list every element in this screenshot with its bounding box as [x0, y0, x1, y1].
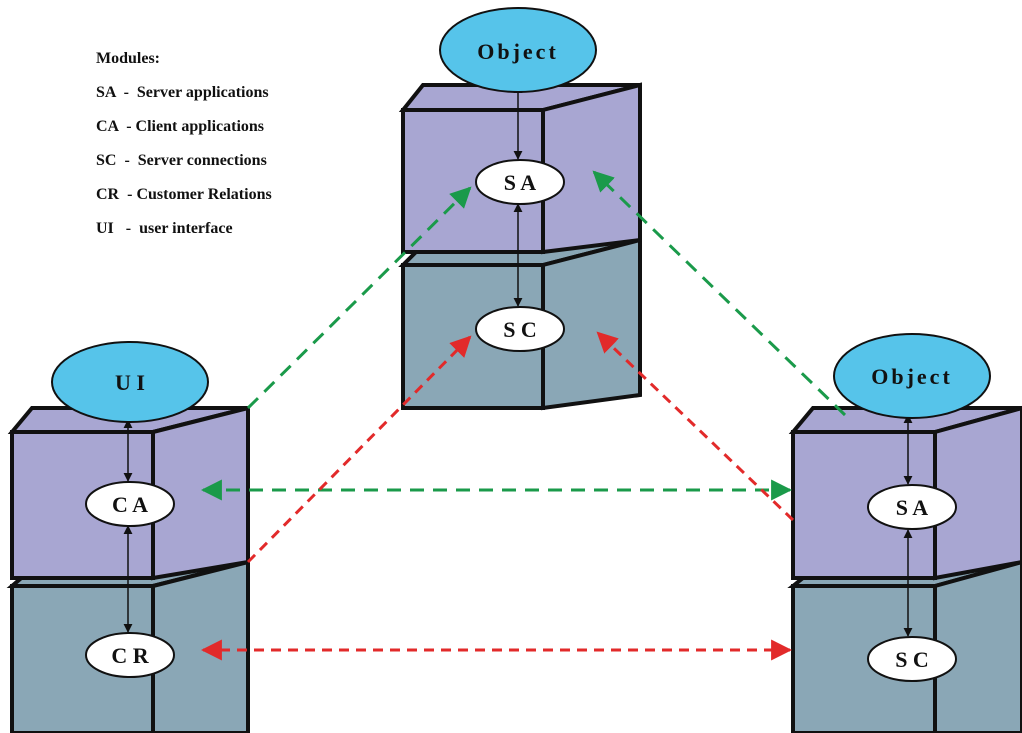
red-links [200, 331, 795, 661]
right-object-label: Object [871, 364, 953, 389]
right-sc-ellipse [867, 636, 957, 682]
legend-item-cr: CR - Customer Relations [96, 186, 272, 203]
left-node-lower-cube [6, 559, 250, 733]
left-ui-label: U I [115, 370, 145, 395]
top-node-lower-cube [398, 237, 642, 411]
legend-item-sa: SA - Server applications [96, 84, 269, 101]
legend-item-ca: CA - Client applications [96, 118, 265, 135]
right-sa-ellipse [867, 484, 957, 530]
left-node: U I C A C R [6, 341, 250, 733]
top-node: Object S A S C [398, 7, 642, 411]
right-node-upper-cube [788, 405, 1022, 581]
legend-item-sc: SC - Server connections [96, 152, 267, 169]
left-ui-ellipse [51, 341, 209, 423]
top-sc-ellipse [475, 306, 565, 352]
top-object-ellipse [439, 7, 597, 93]
green-link-right-to-top-sa [592, 170, 847, 417]
green-links [200, 170, 847, 501]
legend-item-ui: UI - user interface [96, 220, 233, 237]
top-object-label: Object [477, 39, 559, 64]
right-sc-label: S C [895, 647, 929, 672]
right-object-ellipse [833, 333, 991, 419]
legend-title: Modules: [96, 50, 160, 67]
red-link-left-to-top-sc [246, 335, 472, 564]
left-cr-label: C R [111, 643, 149, 668]
green-link-left-to-top-sa [246, 186, 472, 410]
red-link-right-to-top-sc [596, 331, 795, 522]
right-node: Object S A S C [787, 333, 1022, 733]
top-sa-ellipse [475, 159, 565, 205]
legend: Modules: SA - Server applications CA - C… [96, 50, 272, 254]
top-sa-label: S A [504, 170, 537, 195]
left-ca-ellipse [85, 481, 175, 527]
top-sc-label: S C [503, 317, 537, 342]
right-sa-label: S A [896, 495, 929, 520]
left-cr-ellipse [85, 632, 175, 678]
left-ca-label: C A [112, 492, 148, 517]
